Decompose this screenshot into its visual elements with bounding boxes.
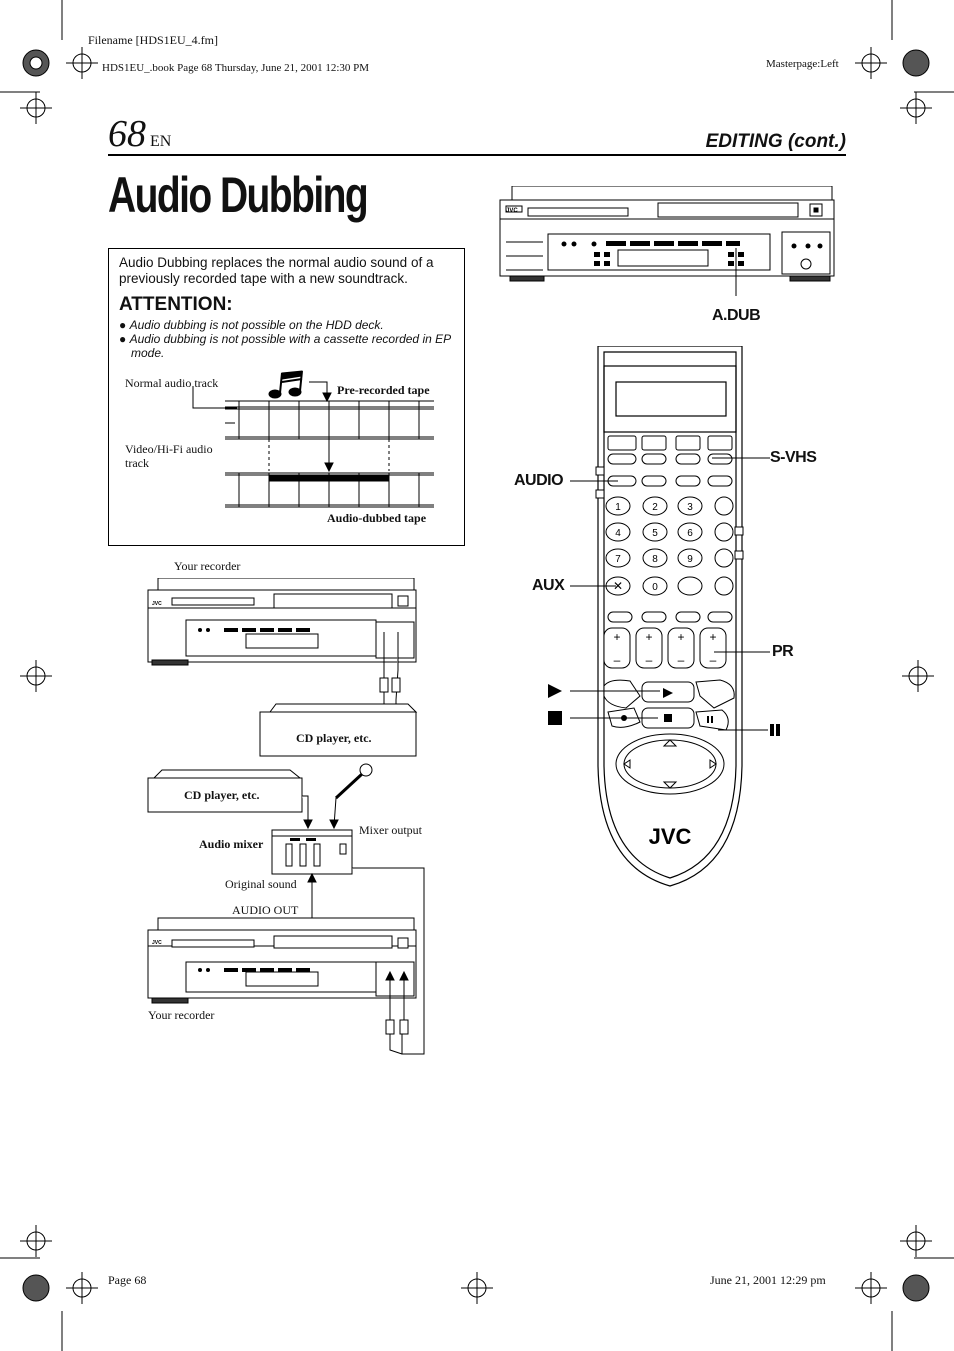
remote-brand-text: JVC — [649, 824, 692, 849]
language-code: EN — [150, 133, 172, 150]
audio-out-label: AUDIO OUT — [232, 903, 299, 917]
your-recorder-bottom-label: Your recorder — [148, 1008, 215, 1022]
vcr-bottom-brand: JVC — [152, 940, 162, 946]
video-track-label: Video/Hi-Fi audio track — [125, 442, 213, 470]
masterpage-label: Masterpage:Left — [766, 58, 839, 70]
cancel-icon: ✕ — [613, 579, 623, 593]
bullet-text: Audio dubbing is not possible with a cas… — [129, 332, 451, 360]
intro-text: Audio Dubbing replaces the normal audio … — [119, 255, 434, 286]
remote-key-5: 5 — [652, 528, 658, 539]
filename-label: Filename [HDS1EU_4.fm] — [88, 33, 218, 47]
remote-key-9: 9 — [687, 554, 693, 565]
remote-key-7: 7 — [615, 554, 621, 565]
remote-key-1: 1 — [615, 502, 621, 513]
prerecorded-label: Pre-recorded tape — [337, 383, 430, 397]
footer-page: Page 68 — [108, 1273, 147, 1287]
remote-key-2: 2 — [652, 502, 658, 513]
header-rule — [108, 154, 846, 156]
remote-key-6: 6 — [687, 528, 693, 539]
attention-bullet-1: ● Audio dubbing is not possible on the H… — [119, 318, 384, 332]
page-heading: 68 EN — [108, 112, 171, 156]
vcr-top-brand: JVC — [152, 601, 162, 607]
remote-key-4: 4 — [615, 528, 621, 539]
book-info: HDS1EU_.book Page 68 Thursday, June 21, … — [102, 62, 370, 74]
svg-text:–: – — [646, 653, 653, 667]
callout-pr: PR — [772, 643, 794, 660]
page-title: Audio Dubbing — [108, 167, 369, 223]
callout-adub: A.DUB — [712, 307, 761, 324]
remote-key-0: 0 — [652, 582, 658, 593]
normal-track-label: Normal audio track — [125, 376, 219, 390]
dubbed-label: Audio-dubbed tape — [327, 511, 427, 525]
bullet-text: Audio dubbing is not possible on the HDD… — [129, 318, 384, 332]
svg-text:–: – — [678, 653, 685, 667]
your-recorder-top-label: Your recorder — [174, 559, 241, 573]
section-title: EDITING (cont.) — [705, 131, 846, 152]
original-sound-label: Original sound — [225, 877, 297, 891]
callout-aux: AUX — [532, 577, 565, 594]
music-note-icon — [268, 370, 303, 399]
svg-text:+: + — [613, 630, 620, 644]
svg-text:–: – — [710, 653, 717, 667]
attention-bullet-2: ● Audio dubbing is not possible with a c… — [119, 332, 451, 360]
footer-date: June 21, 2001 12:29 pm — [710, 1273, 826, 1287]
cd-player-2-label: CD player, etc. — [184, 788, 260, 802]
vcr-brand-text: JVC — [506, 208, 518, 214]
page-number: 68 — [108, 113, 146, 155]
mixer-output-label: Mixer output — [359, 823, 422, 837]
svg-text:+: + — [709, 630, 716, 644]
connection-diagram: JVC JVC — [147, 578, 425, 1055]
callout-audio: AUDIO — [514, 472, 564, 489]
remote-control-illustration: 1 2 3 4 5 6 7 8 9 0 ✕ + + + + – – – – — [595, 346, 744, 887]
tape-diagram — [192, 370, 434, 508]
callout-svhs: S-VHS — [770, 449, 817, 466]
remote-key-8: 8 — [652, 554, 658, 565]
info-box: Audio Dubbing replaces the normal audio … — [108, 248, 465, 546]
attention-heading: ATTENTION: — [119, 294, 233, 315]
svg-text:+: + — [645, 630, 652, 644]
svg-text:–: – — [614, 653, 621, 667]
svg-text:+: + — [677, 630, 684, 644]
cd-player-1-label: CD player, etc. — [296, 731, 372, 745]
audio-mixer-label: Audio mixer — [199, 837, 264, 851]
remote-key-3: 3 — [687, 502, 693, 513]
remote-callout-lines — [548, 457, 780, 736]
vcr-front-illustration: JVC — [499, 186, 835, 296]
